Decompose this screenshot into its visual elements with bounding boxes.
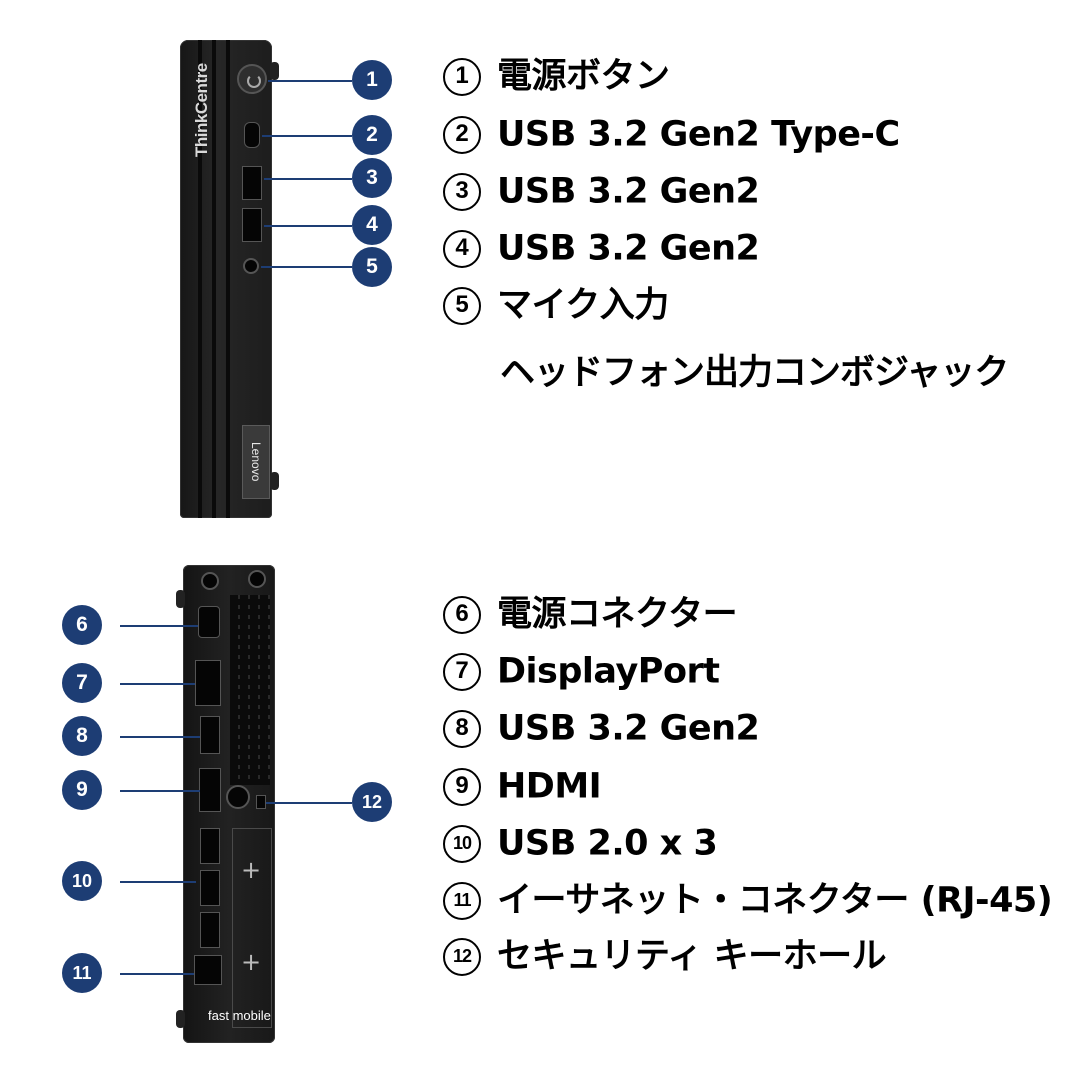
- lenovo-badge: Lenovo: [242, 425, 270, 499]
- label-number: 8: [443, 710, 481, 748]
- callout-line: [120, 683, 195, 685]
- thinkcentre-logo: ThinkCentre: [192, 63, 211, 157]
- label-number: 12: [443, 938, 481, 976]
- screw: [201, 572, 219, 590]
- antenna-mount: [226, 785, 250, 809]
- marker-11: 11: [62, 953, 102, 993]
- device-foot: [270, 472, 279, 490]
- ethernet-port: [194, 955, 222, 985]
- device-foot: [176, 590, 185, 608]
- callout-line: [120, 790, 200, 792]
- label-number: 6: [443, 596, 481, 634]
- marker-10: 10: [62, 861, 102, 901]
- usb-a-port: [200, 870, 220, 906]
- marker-6: 6: [62, 605, 102, 645]
- label-number: 10: [443, 825, 481, 863]
- expansion-slot-area: [232, 828, 272, 1028]
- label-number: 5: [443, 287, 481, 325]
- front-grill-line: [198, 40, 202, 518]
- usb-a-port: [242, 208, 262, 242]
- callout-line: [120, 881, 196, 883]
- callout-line: [266, 802, 352, 804]
- label-number: 2: [443, 116, 481, 154]
- callout-line: [264, 178, 352, 180]
- usb-a-port: [200, 912, 220, 948]
- marker-2: 2: [352, 115, 392, 155]
- marker-9: 9: [62, 770, 102, 810]
- plus-icon: +: [241, 856, 262, 884]
- callout-line: [262, 135, 352, 137]
- marker-12: 12: [352, 782, 392, 822]
- marker-5: 5: [352, 247, 392, 287]
- usb-c-port: [244, 122, 260, 148]
- label-number: 3: [443, 173, 481, 211]
- security-keyhole: [256, 795, 266, 809]
- label-number: 9: [443, 768, 481, 806]
- hdmi-port: [199, 768, 221, 812]
- callout-line: [261, 266, 352, 268]
- marker-7: 7: [62, 663, 102, 703]
- power-button[interactable]: [237, 64, 267, 94]
- label-number: 7: [443, 653, 481, 691]
- callout-line: [268, 80, 352, 82]
- label-number: 4: [443, 230, 481, 268]
- marker-8: 8: [62, 716, 102, 756]
- marker-4: 4: [352, 205, 392, 245]
- callout-line: [120, 736, 200, 738]
- plus-icon: +: [241, 948, 262, 976]
- usb-a-port: [242, 166, 262, 200]
- label-number: 11: [443, 882, 481, 920]
- device-foot: [270, 62, 279, 80]
- displayport-port: [195, 660, 221, 706]
- callout-line: [120, 973, 194, 975]
- device-foot: [176, 1010, 185, 1028]
- screw: [248, 570, 266, 588]
- marker-1: 1: [352, 60, 392, 100]
- audio-jack: [243, 258, 259, 274]
- label-audio-jack-line2: ヘッドフォン出力コンボジャック: [500, 353, 1009, 393]
- front-grill-line: [212, 40, 216, 518]
- front-grill-line: [226, 40, 230, 518]
- usb-a-port: [200, 716, 220, 754]
- callout-line: [264, 225, 352, 227]
- watermark: fast mobile: [208, 1008, 271, 1023]
- power-connector-port: [198, 606, 220, 638]
- usb-a-port: [200, 828, 220, 864]
- vent-grille: [230, 595, 270, 785]
- marker-3: 3: [352, 158, 392, 198]
- callout-line: [120, 625, 198, 627]
- label-number: 1: [443, 58, 481, 96]
